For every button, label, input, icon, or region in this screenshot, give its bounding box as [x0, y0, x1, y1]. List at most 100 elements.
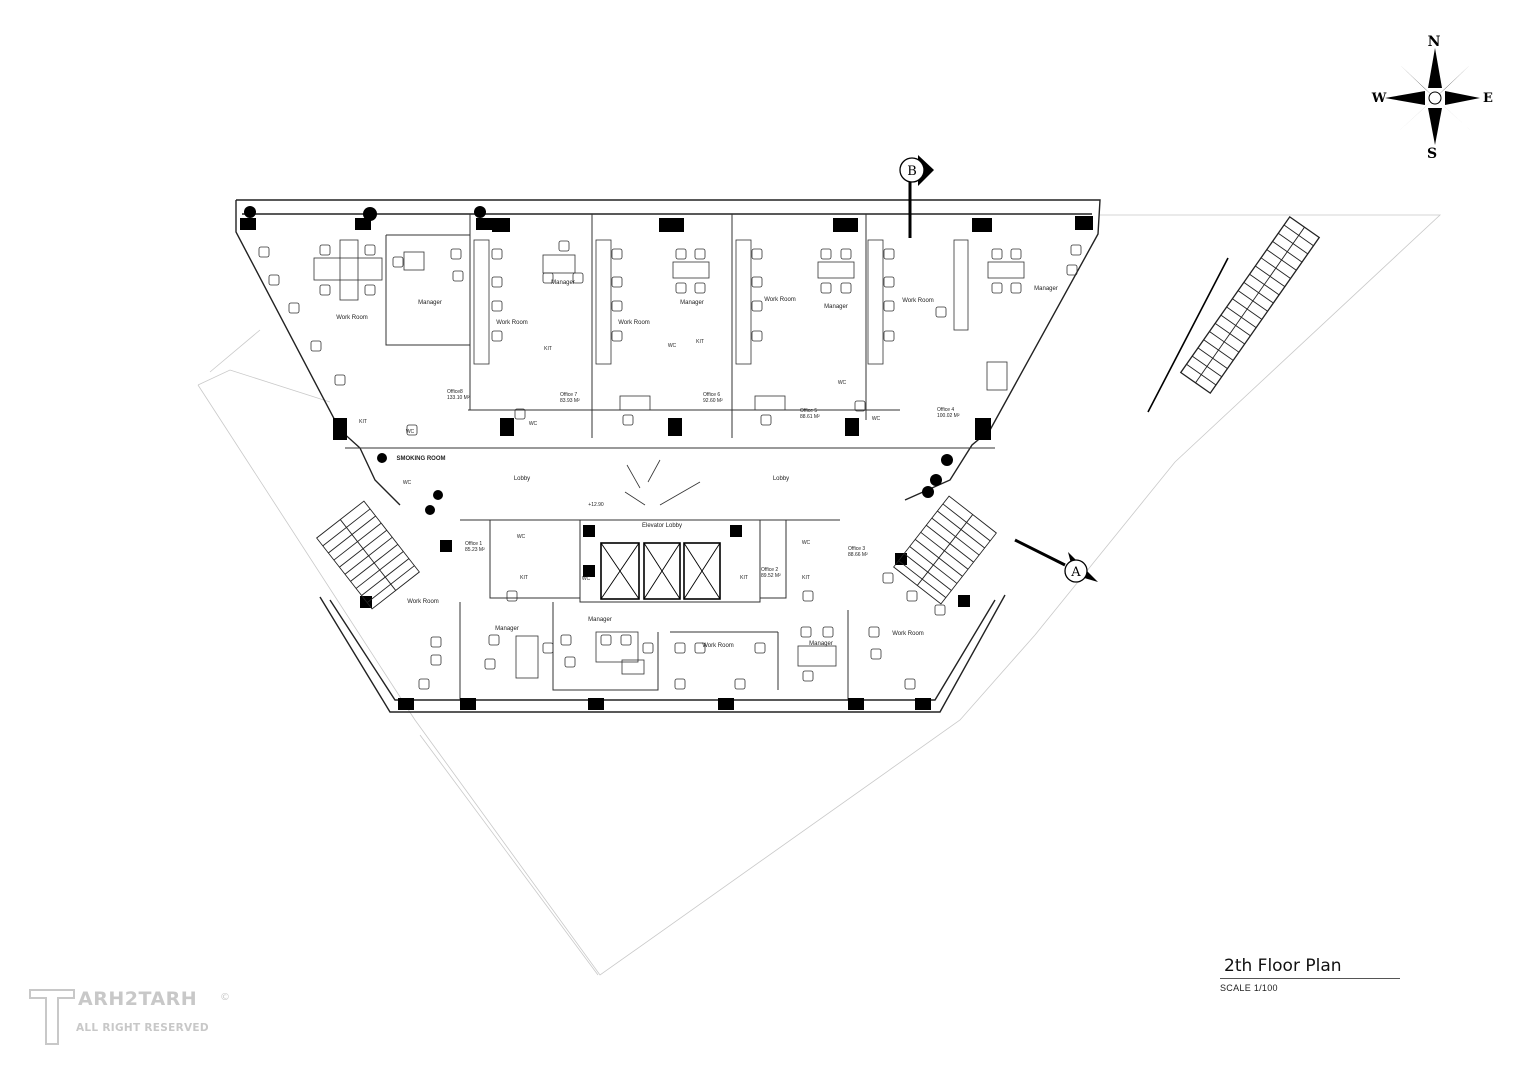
compass-north: N: [1428, 34, 1441, 50]
chair: [319, 284, 331, 296]
chair: [611, 248, 623, 260]
office-5-name: Office 5: [800, 408, 817, 414]
room-label-manager: Manager: [551, 280, 575, 286]
section-label-b: B: [907, 164, 917, 179]
chair: [268, 274, 280, 286]
chair: [1010, 248, 1022, 260]
room-label-kit: KIT: [359, 419, 367, 425]
elevation-mark: +12.90: [588, 502, 604, 508]
chair: [1070, 244, 1082, 256]
room-label-wc: WC: [517, 534, 526, 540]
room-label-work-room: Work Room: [702, 643, 734, 649]
furniture: [313, 239, 1025, 679]
chair: [751, 248, 763, 260]
chair: [310, 340, 322, 352]
section-marker-a: [1014, 538, 1098, 583]
room-label-lobby: Lobby: [514, 476, 530, 482]
room-label-manager: Manager: [809, 641, 833, 647]
room-label-wc: WC: [406, 429, 415, 435]
compass-rose: [1385, 48, 1480, 145]
chair: [694, 248, 706, 260]
room-label-work-room: Work Room: [336, 315, 368, 321]
chair: [694, 642, 706, 654]
chair: [854, 400, 866, 412]
site-outline: [197, 214, 1442, 976]
chair: [906, 590, 918, 602]
chair: [675, 282, 687, 294]
room-label-kit: KIT: [740, 575, 748, 581]
chair: [1010, 282, 1022, 294]
chair: [883, 276, 895, 288]
room-label-work-room: Work Room: [407, 599, 439, 605]
chair: [882, 572, 894, 584]
chair: [560, 634, 572, 646]
room-label-elevator-lobby: Elevator Lobby: [642, 523, 682, 529]
elevator-core: [600, 542, 721, 600]
chair: [822, 626, 834, 638]
chair: [840, 282, 852, 294]
section-label-a: A: [1070, 565, 1081, 580]
office-4-area: 100.02 M²: [937, 413, 960, 419]
chair: [820, 282, 832, 294]
chair: [991, 282, 1003, 294]
chair: [572, 272, 584, 284]
office-2-name: Office 2: [761, 567, 778, 573]
office-8-area: 133.10 M²: [447, 395, 470, 401]
chair: [840, 248, 852, 260]
chair: [406, 424, 418, 436]
room-label-wc: WC: [872, 416, 881, 422]
room-label-wc: WC: [668, 343, 677, 349]
chair: [488, 634, 500, 646]
room-label-lobby: Lobby: [773, 476, 789, 482]
room-label-manager: Manager: [1034, 286, 1058, 292]
chair: [675, 248, 687, 260]
plan-scale: SCALE 1/100: [1220, 983, 1278, 993]
office-3-name: Office 3: [848, 546, 865, 552]
office-4-name: Office 4: [937, 407, 954, 413]
office-2-area: 89.52 M²: [761, 573, 781, 579]
chair: [506, 590, 518, 602]
chair: [491, 330, 503, 342]
room-label-manager: Manager: [418, 300, 442, 306]
chair: [611, 330, 623, 342]
office-6-name: Office 6: [703, 392, 720, 398]
chair: [935, 306, 947, 318]
structural-columns: [240, 216, 1093, 710]
chair: [392, 256, 404, 268]
room-label-manager: Manager: [824, 304, 848, 310]
office-1-name: Office 1: [465, 541, 482, 547]
chair: [491, 248, 503, 260]
room-label-kit: KIT: [544, 346, 552, 352]
chair: [754, 642, 766, 654]
chair: [450, 248, 462, 260]
room-label-manager: Manager: [680, 300, 704, 306]
chair: [868, 626, 880, 638]
chair: [319, 244, 331, 256]
chair: [542, 642, 554, 654]
chair: [642, 642, 654, 654]
room-label-work-room: Work Room: [496, 320, 528, 326]
chair: [820, 248, 832, 260]
watermark-subtitle: ALL RIGHT RESERVED: [76, 1022, 209, 1034]
chair: [883, 330, 895, 342]
compass-east: E: [1483, 91, 1493, 106]
chair: [558, 240, 570, 252]
planters: [244, 206, 953, 515]
room-label-work-room: Work Room: [764, 297, 796, 303]
chair: [751, 300, 763, 312]
chair: [802, 590, 814, 602]
chair: [564, 656, 576, 668]
chairs: [258, 240, 1082, 690]
chair: [734, 678, 746, 690]
chair: [870, 648, 882, 660]
chair: [288, 302, 300, 314]
room-label-work-room: Work Room: [902, 298, 934, 304]
chair: [600, 634, 612, 646]
chair: [883, 248, 895, 260]
office-6-area: 92.60 M²: [703, 398, 723, 404]
office-1-area: 85.23 M²: [465, 547, 485, 553]
chair: [991, 248, 1003, 260]
chair: [760, 414, 772, 426]
chair: [258, 246, 270, 258]
watermark-brand: ARH2TARH: [78, 988, 198, 1010]
